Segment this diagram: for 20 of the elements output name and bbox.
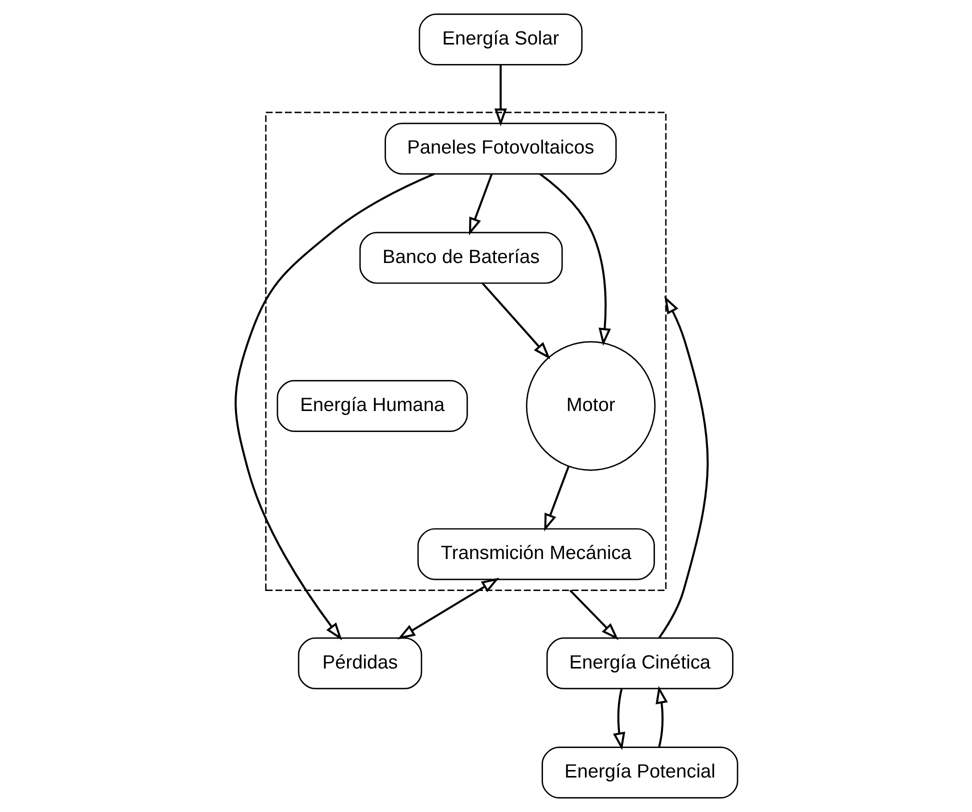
node-box: Paneles Fotovoltaicos	[384, 122, 616, 175]
node-box: Energía Solar	[418, 14, 582, 66]
node-box: Energía Potencial	[541, 746, 738, 798]
arrow	[544, 466, 570, 532]
node-box: Transmición Mecánica	[416, 528, 654, 580]
node-box: Banco de Baterías	[358, 232, 562, 284]
arrow	[494, 64, 506, 126]
arrow	[612, 688, 625, 750]
arrow	[658, 296, 708, 638]
arrow	[234, 173, 434, 640]
arrow	[481, 282, 550, 360]
arrow	[568, 590, 618, 640]
arrow	[396, 578, 499, 640]
arrow	[538, 173, 610, 346]
cluster	[264, 112, 666, 591]
arrow	[468, 174, 492, 236]
node-box: Pérdidas	[297, 637, 422, 690]
node-box: Energía Cinética	[546, 637, 733, 690]
node-box: Energía Humana	[276, 380, 468, 432]
arrow	[655, 686, 668, 748]
